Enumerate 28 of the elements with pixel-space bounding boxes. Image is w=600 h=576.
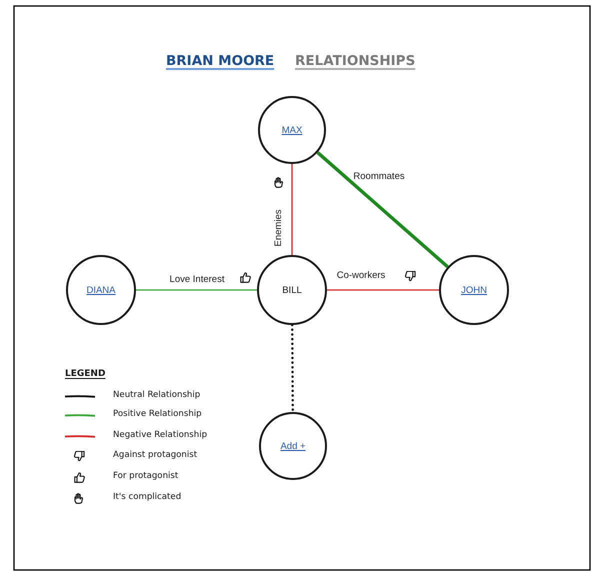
- legend-text: Positive Relationship: [113, 409, 202, 420]
- node-label: BILL: [282, 284, 302, 296]
- edge-label: Roommates: [353, 172, 405, 182]
- relationship-line: [327, 289, 439, 291]
- character-circle: [66, 255, 136, 325]
- subtitle: RELATIONSHIPS: [295, 53, 416, 70]
- legend-heading: LEGEND: [65, 369, 106, 380]
- edge-label: Enemies: [274, 210, 284, 246]
- legend-text: Neutral Relationship: [113, 390, 200, 400]
- name-link: DIANA: [86, 284, 116, 296]
- legend-text: Against protagonist: [113, 450, 198, 460]
- relationship-line: [316, 151, 449, 268]
- legend-text: For protagonist: [113, 471, 178, 482]
- relationship-line: [291, 164, 293, 255]
- character-circle: [258, 96, 326, 164]
- name-link: MAX: [282, 124, 302, 136]
- name-link: JOHN: [461, 284, 487, 296]
- legend-text: Negative Relationship: [113, 430, 208, 440]
- character-circle: [259, 412, 327, 480]
- character-circle: [257, 255, 327, 325]
- relationship-line: [136, 289, 257, 291]
- edge-label: Love Interest: [170, 274, 224, 286]
- title: BRIAN MOORE: [166, 53, 274, 70]
- legend-text: It's complicated: [113, 492, 182, 502]
- character-circle: [439, 255, 509, 325]
- name-link: Add +: [280, 440, 306, 452]
- dotted-line: [291, 324, 294, 414]
- edge-label: Co-workers: [336, 270, 386, 282]
